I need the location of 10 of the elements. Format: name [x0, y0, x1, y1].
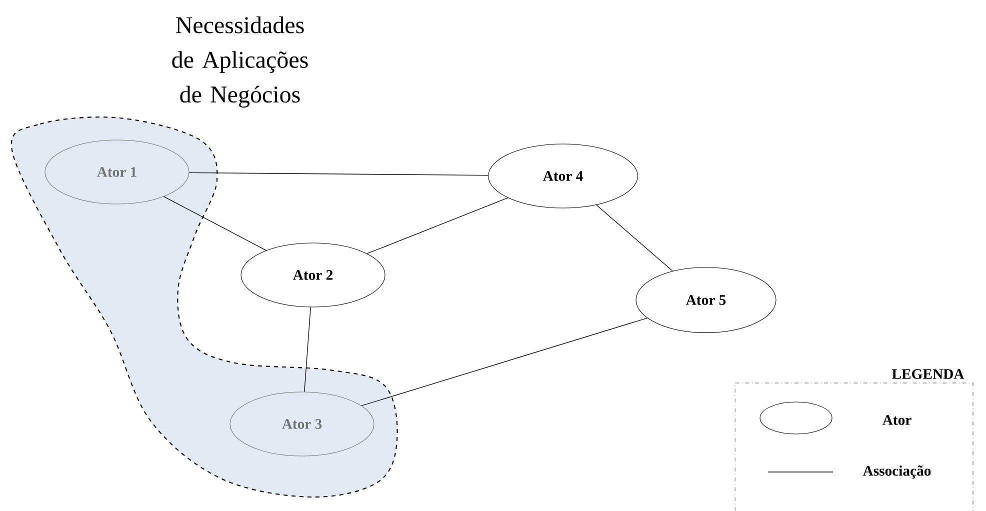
association-line: [188, 172, 488, 176]
association-line: [596, 204, 673, 272]
association-line: [163, 196, 267, 251]
association-line: [304, 306, 311, 392]
association-line: [366, 198, 508, 254]
association-line: [361, 318, 648, 406]
legend-text: Ator: [882, 415, 912, 425]
legend-text: Associação: [862, 465, 931, 479]
legend-title: LEGENDA: [892, 369, 964, 379]
node-label: Necessidades de Aplicações de Negócios: [172, 16, 308, 108]
